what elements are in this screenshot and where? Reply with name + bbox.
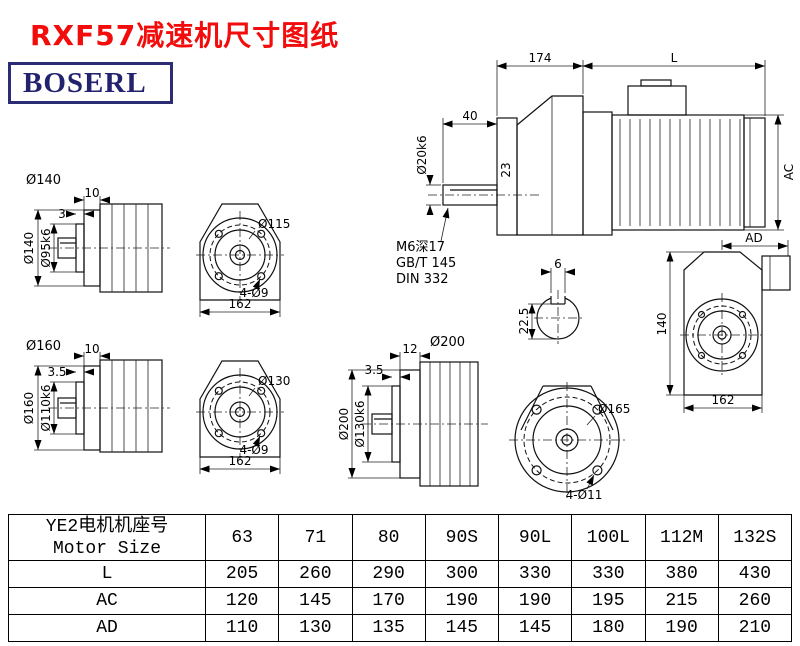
dim-label: 10 [84,342,99,356]
table-row-L: L 205 260 290 300 330 330 380 430 [8,560,793,588]
flange160-side-view: Ø160 10 3.5 Ø160 Ø110k6 [22,339,170,453]
dim-label: Ø130k6 [353,401,367,448]
dim-label: 12 [402,342,417,356]
value-cell: 330 [571,560,646,588]
dim-label: 3 [58,207,66,221]
value-cell: 180 [571,614,646,642]
value-cell: 145 [497,614,573,642]
row-label: L [8,560,206,588]
size-col-header: 80 [351,514,426,561]
value-cell: 190 [497,587,573,615]
technical-drawing-canvas: Ø140 10 3 Ø140 Ø95k6 Ø115 [22,51,796,502]
flange160-front-view: Ø130 4-Ø9 162 [196,360,290,474]
dim-label: Ø95k6 [39,228,53,267]
value-cell: 210 [717,614,793,642]
dim-label: 4-Ø9 [239,286,268,300]
value-cell: 145 [278,587,353,615]
output-side-view: AD 140 162 [655,231,791,413]
dim-label: Ø130 [258,374,290,388]
header-row: YE2电机机座号 Motor Size 63 71 80 90S 90L 100… [8,514,793,561]
dim-label: 10 [84,186,99,200]
motor-dimension-table: YE2电机机座号 Motor Size 63 71 80 90S 90L 100… [8,514,793,642]
standard-note: DIN 332 [396,272,449,287]
row-label: AC [8,587,206,615]
page-title: RXF57减速机尺寸图纸 [30,19,340,52]
dim-label: 140 [655,313,669,336]
size-col-header: 132S [717,514,793,561]
value-cell: 135 [351,614,426,642]
row-label: AD [8,614,206,642]
size-col-header: 112M [644,514,719,561]
flange140-side-view: Ø140 10 3 Ø140 Ø95k6 [22,173,170,293]
size-col-header: 100L [571,514,646,561]
header-cn: YE2电机机座号 [45,516,169,537]
size-col-header: 90S [424,514,500,561]
keyway-section-detail: 6 22.5 [517,257,584,344]
dim-label: 4-Ø9 [239,443,268,457]
main-assembly-view: 174 L 40 Ø20k6 23 AC M6深17 GB/T 145 DIN … [396,51,796,287]
size-col-header: 71 [278,514,353,561]
dim-label: Ø115 [258,217,290,231]
flange140-front-view: Ø115 4-Ø9 162 [196,203,290,317]
flange200-front-view: Ø165 4-Ø11 [509,382,630,502]
standard-note: GB/T 145 [396,256,456,271]
dim-label: 162 [229,454,252,468]
value-cell: 205 [204,560,280,588]
dim-label: 174 [529,51,552,65]
dim-label: 4-Ø11 [566,488,603,502]
dim-label: 162 [229,297,252,311]
value-cell: 130 [278,614,353,642]
value-cell: 260 [278,560,353,588]
dim-label: Ø140 [22,232,36,264]
value-cell: 215 [644,587,719,615]
value-cell: 195 [571,587,646,615]
tap-note: M6深17 [396,240,445,255]
dim-label: 40 [462,109,477,123]
value-cell: 430 [717,560,793,588]
dim-label: 23 [499,162,513,177]
value-cell: 190 [644,614,719,642]
dim-label: Ø165 [598,402,630,416]
flange200-side-view: Ø200 12 3.5 Ø200 Ø130k6 [337,335,488,487]
dim-label: Ø20k6 [415,135,429,174]
dim-label: 162 [712,393,735,407]
dim-label: L [671,51,678,65]
dim-label: Ø160 [22,392,36,424]
view-label: Ø160 [26,339,61,354]
value-cell: 170 [351,587,426,615]
value-cell: 260 [717,587,793,615]
dim-label: 3.5 [47,365,66,379]
value-cell: 300 [424,560,500,588]
value-cell: 120 [204,587,280,615]
dim-label: 22.5 [517,308,531,335]
motor-size-header-cell: YE2电机机座号 Motor Size [8,514,206,561]
value-cell: 190 [424,587,500,615]
value-cell: 145 [424,614,500,642]
dim-label: AC [782,164,796,180]
dim-label: 6 [554,257,562,271]
table-row-AC: AC 120 145 170 190 190 195 215 260 [8,587,793,615]
value-cell: 330 [497,560,573,588]
dim-label: Ø110k6 [39,385,53,432]
table-row-AD: AD 110 130 135 145 145 180 190 210 [8,614,793,642]
view-label: Ø200 [430,335,465,350]
size-col-header: 90L [497,514,573,561]
dim-label: Ø200 [337,408,351,440]
value-cell: 290 [351,560,426,588]
brand-logo: BOSERL [8,62,173,104]
dim-label: AD [745,231,762,245]
view-label: Ø140 [26,173,61,188]
value-cell: 110 [204,614,280,642]
size-col-header: 63 [204,514,280,561]
value-cell: 380 [644,560,719,588]
header-en: Motor Size [52,538,162,559]
